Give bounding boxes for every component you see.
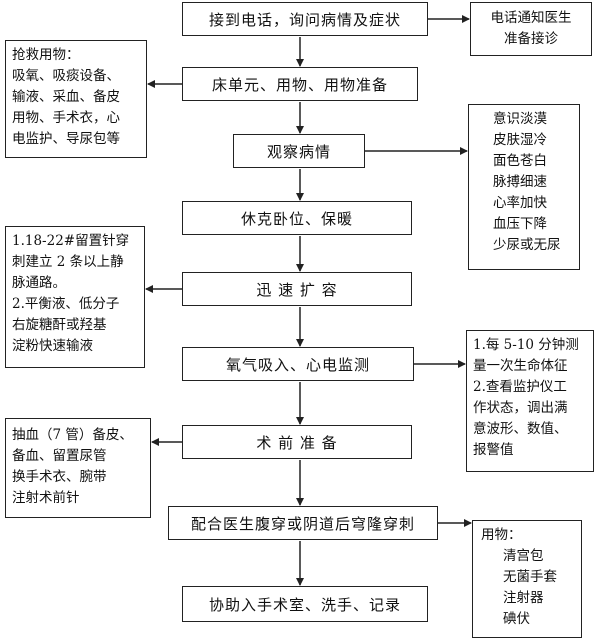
note-notify-doctor: 电话通知医生 准备接诊 (470, 2, 592, 56)
note-line: 心率加快 (493, 195, 547, 211)
step-label: 接到电话，询问病情及症状 (208, 10, 401, 29)
note-puncture-supplies: 用物： 清宫包 无菌手套 注射器 碘伏 (472, 520, 582, 638)
note-line: 用物、手术衣，心 (12, 110, 120, 126)
step-to-operating-room: 协助入手术室、洗手、记录 (182, 586, 428, 622)
step-oxygen-ecg: 氧气吸入、心电监测 (182, 347, 414, 381)
note-line: 2.平衡液、低分子 (12, 296, 120, 312)
note-line: 注射器 (503, 590, 544, 606)
note-preop-tasks: 抽血（7 管）备皮、 备血、留置尿管 换手术衣、腕带 注射术前针 (5, 418, 151, 518)
note-line: 2.查看监护仪工 (473, 379, 567, 395)
note-line: 抽血（7 管）备皮、 (12, 427, 133, 443)
note-line: 无菌手套 (503, 569, 557, 585)
note-line: 右旋糖酐或羟基 (12, 317, 107, 333)
note-line: 输液、采血、备皮 (12, 89, 120, 105)
note-line: 1.每 5-10 分钟测 (473, 337, 579, 353)
note-line: 1.18-22#留置针穿 (12, 233, 130, 249)
note-infusion-access: 1.18-22#留置针穿 刺建立 2 条以上静 脉通路。 2.平衡液、低分子 右… (5, 226, 145, 368)
note-line: 报警值 (473, 442, 514, 458)
note-line: 皮肤湿冷 (493, 132, 547, 148)
step-label: 迅 速 扩 容 (256, 280, 338, 299)
note-line: 清宫包 (503, 548, 544, 564)
step-label: 协助入手术室、洗手、记录 (208, 595, 401, 614)
note-line: 少尿或无尿 (493, 237, 561, 253)
step-label: 配合医生腹穿或阴道后穹隆穿刺 (190, 514, 415, 533)
step-puncture: 配合医生腹穿或阴道后穹隆穿刺 (168, 506, 438, 540)
step-preop-preparation: 术 前 准 备 (182, 425, 412, 459)
note-vital-monitoring: 1.每 5-10 分钟测 量一次生命体征 2.查看监护仪工 作状态，调出满 意波… (466, 330, 594, 472)
note-line: 淀粉快速输液 (12, 338, 93, 354)
note-line: 面色苍白 (493, 153, 547, 169)
step-label: 氧气吸入、心电监测 (225, 355, 370, 374)
note-line: 用物： (481, 527, 522, 543)
note-line: 吸氧、吸痰设备、 (12, 68, 120, 84)
note-line: 备血、留置尿管 (12, 448, 107, 464)
step-receive-call: 接到电话，询问病情及症状 (182, 2, 428, 36)
note-line: 脉通路。 (12, 275, 66, 291)
note-line: 电话通知医生 (490, 10, 572, 26)
step-bed-preparation: 床单元、用物、用物准备 (182, 67, 418, 101)
step-rapid-volume-expansion: 迅 速 扩 容 (182, 272, 412, 306)
step-label: 休克卧位、保暖 (240, 209, 353, 228)
step-shock-position: 休克卧位、保暖 (182, 201, 412, 235)
note-line: 注射术前针 (12, 490, 80, 506)
note-rescue-supplies: 抢救用物： 吸氧、吸痰设备、 输液、采血、备皮 用物、手术衣，心 电监护、导尿包… (5, 40, 147, 158)
note-line: 血压下降 (493, 216, 547, 232)
step-label: 观察病情 (266, 142, 331, 161)
note-line: 作状态，调出满 (473, 400, 568, 416)
step-label: 术 前 准 备 (256, 433, 338, 452)
note-line: 量一次生命体征 (473, 358, 568, 374)
note-line: 碘伏 (503, 611, 530, 627)
note-line: 意识淡漠 (493, 111, 547, 127)
note-line: 意波形、数值、 (473, 421, 568, 437)
note-line: 换手术衣、腕带 (12, 469, 107, 485)
note-line: 准备接诊 (504, 31, 558, 47)
note-shock-symptoms: 意识淡漠 皮肤湿冷 面色苍白 脉搏细速 心率加快 血压下降 少尿或无尿 (468, 104, 580, 270)
note-line: 脉搏细速 (493, 174, 547, 190)
step-observe-condition: 观察病情 (233, 134, 365, 168)
note-line: 电监护、导尿包等 (12, 131, 120, 147)
note-line: 刺建立 2 条以上静 (12, 254, 124, 270)
note-line: 抢救用物： (12, 47, 80, 63)
step-label: 床单元、用物、用物准备 (211, 75, 388, 94)
